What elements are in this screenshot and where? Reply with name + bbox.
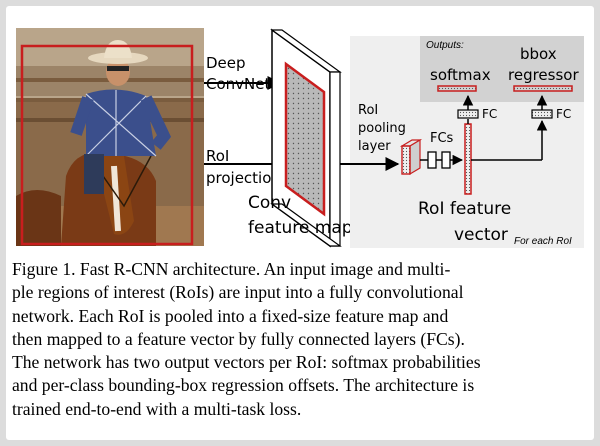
deep-convnet-label-2: ConvNet	[206, 75, 270, 93]
deep-convnet-label: Deep	[206, 54, 246, 72]
figure-caption: Figure 1. Fast R-CNN architecture. An in…	[12, 258, 590, 421]
fc-layers	[420, 151, 464, 169]
roi-feature-vector-label: RoI feature	[418, 199, 511, 219]
roi-pooling-label-3: layer	[358, 139, 391, 154]
caption-line: The network has two output vectors per R…	[12, 352, 481, 373]
roi-pooling-label-2: pooling	[358, 121, 406, 136]
softmax-output-vector	[437, 85, 477, 92]
fc-left-label: FC	[482, 107, 497, 121]
conv-feature-map-label: Conv	[248, 193, 291, 213]
input-image	[16, 28, 204, 246]
pooled-feature-map	[399, 138, 423, 176]
roi-feature-vector	[464, 123, 472, 195]
roi-pooling-label: RoI	[358, 103, 378, 118]
softmax-label: softmax	[430, 66, 491, 84]
caption-line: and per-class bounding-box regression of…	[12, 375, 475, 396]
fast-rcnn-diagram: Deep ConvNet RoI projection Conv feature…	[16, 28, 584, 248]
conv-feature-map-label-2: feature map	[248, 218, 353, 238]
bbox-label: bbox	[520, 45, 557, 63]
bbox-output-vector	[513, 85, 573, 92]
conv-feature-map	[270, 28, 342, 248]
roi-box-input	[20, 44, 194, 246]
softmax-fc-block	[457, 109, 479, 119]
bbox-fc-block	[531, 109, 553, 119]
caption-line: network. Each RoI is pooled into a fixed…	[12, 305, 449, 326]
caption-line: Figure 1. Fast R-CNN architecture. An in…	[12, 259, 451, 279]
outputs-label: Outputs:	[426, 40, 464, 51]
fc-right-label: FC	[556, 107, 571, 121]
bbox-label-2: regressor	[508, 66, 579, 84]
roi-box-feature-map	[284, 61, 326, 217]
roi-projection-label-2: projection	[206, 169, 281, 187]
caption-line: trained end-to-end with a multi-task los…	[12, 398, 302, 419]
roi-projection-label: RoI	[206, 147, 229, 165]
roi-feature-vector-label-2: vector	[454, 225, 508, 245]
caption-line: ple regions of interest (RoIs) are input…	[12, 282, 464, 303]
for-each-roi-label: For each RoI	[514, 236, 572, 247]
figure-card: Deep ConvNet RoI projection Conv feature…	[6, 6, 594, 440]
fcs-label: FCs	[430, 131, 454, 146]
caption-line: then mapped to a feature vector by fully…	[12, 328, 465, 349]
